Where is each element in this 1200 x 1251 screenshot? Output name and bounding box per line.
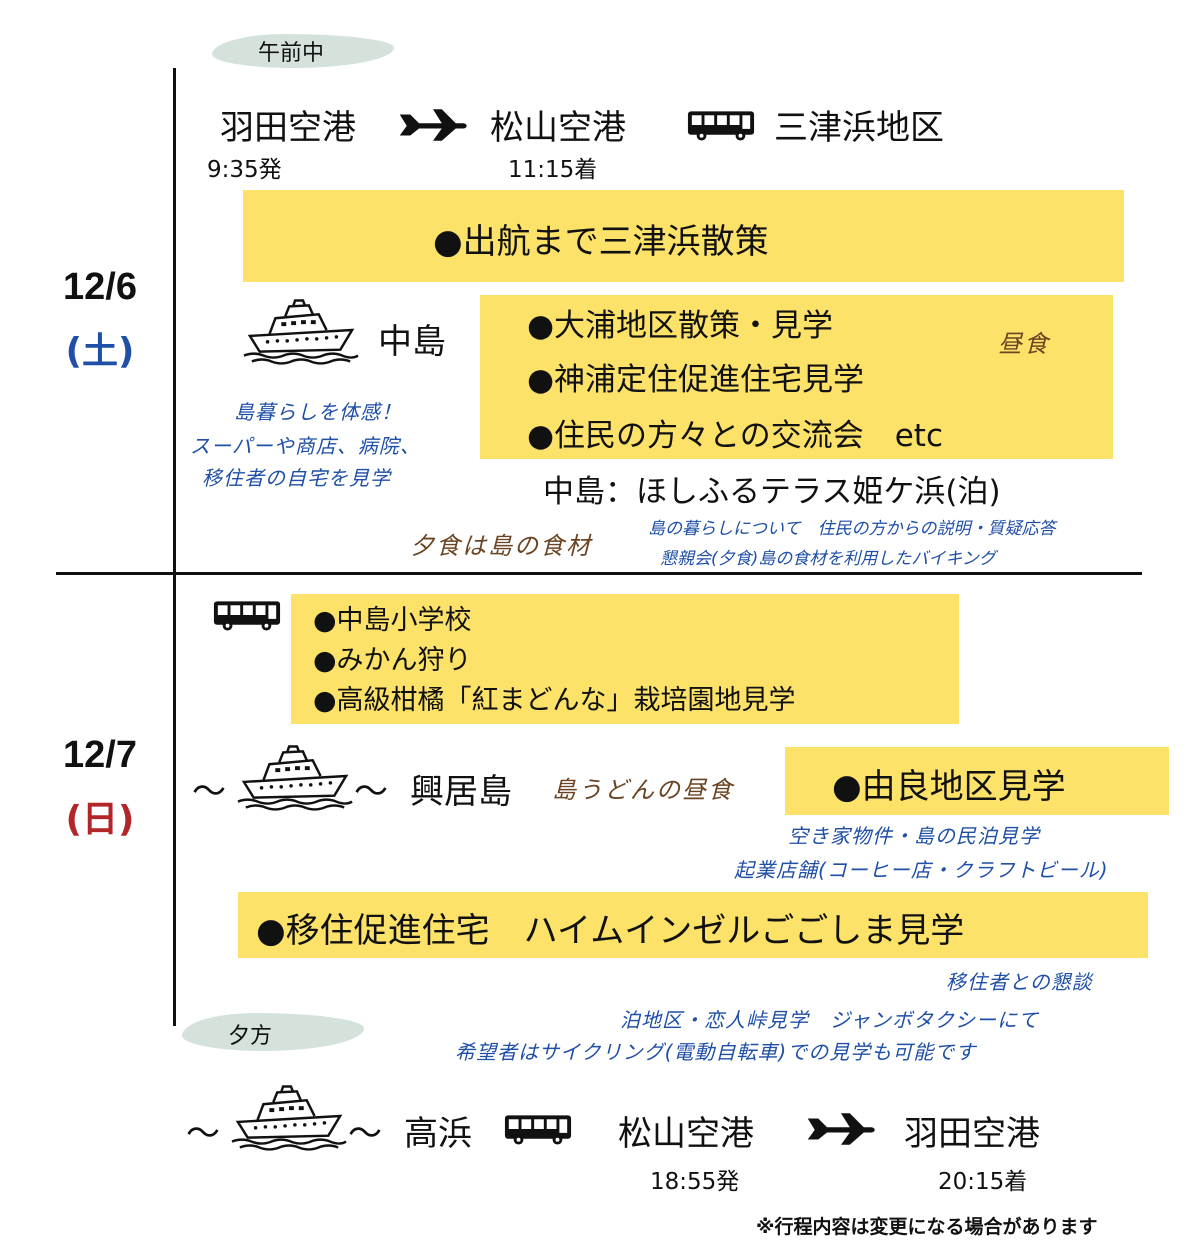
airplane-icon xyxy=(398,106,468,144)
heim-note-1: 移住者との懇談 xyxy=(946,970,1093,994)
dinner-note: 夕食は島の食材 xyxy=(410,532,592,560)
route-matsuyama-airport: 松山空港 xyxy=(490,108,626,148)
yura-visit: ●由良地区見学 xyxy=(832,767,1066,807)
tilde-right-2: 〜 xyxy=(348,1114,382,1154)
evening-label: 夕方 xyxy=(228,1024,273,1049)
activity-exchange: ●住民の方々との交流会 etc xyxy=(527,418,944,454)
morning-label: 午前中 xyxy=(258,41,325,66)
mitsuhama-box xyxy=(243,190,1124,282)
route-haneda-time: 9:35発 xyxy=(207,157,282,183)
yura-note-2: 起業店舗(コーヒー店・クラフトビール) xyxy=(734,858,1109,882)
gogoshima-label: 興居島 xyxy=(410,772,512,812)
return-matsuyama-airport: 松山空港 xyxy=(618,1114,754,1154)
heim-visit: ●移住促進住宅 ハイムインゼルごごしま見学 xyxy=(256,911,965,951)
island-note-2: スーパーや商店、病院、 xyxy=(190,434,421,458)
activity-school: ●中島小学校 xyxy=(313,605,472,636)
bus-icon xyxy=(686,108,756,142)
day-divider-line xyxy=(56,572,1142,575)
timeline-vertical-line xyxy=(173,68,176,1026)
activity-madonna: ●高級柑橘「紅まどんな」栽培園地見学 xyxy=(313,685,796,716)
airplane-icon xyxy=(806,1110,876,1148)
bus-icon xyxy=(503,1112,573,1146)
footnote: ※行程内容は変更になる場合があります xyxy=(756,1216,1098,1238)
stay-note-2: 懇親会(夕食)島の食材を利用したバイキング xyxy=(660,549,996,569)
day2-date: 12/7 xyxy=(63,734,137,776)
heim-box xyxy=(238,892,1148,958)
route-haneda: 羽田空港 xyxy=(220,108,356,148)
activity-oura: ●大浦地区散策・見学 xyxy=(527,308,834,344)
yura-note-1: 空き家物件・島の民泊見学 xyxy=(788,824,1040,848)
yura-box xyxy=(785,747,1169,815)
route-matsuyama-time: 11:15着 xyxy=(508,157,598,183)
island-note-3: 移住者の自宅を見学 xyxy=(202,466,391,490)
activity-mikan: ●みかん狩り xyxy=(313,645,472,676)
mitsuhama-walk: ●出航まで三津浜散策 xyxy=(433,222,769,262)
tilde-right-1: 〜 xyxy=(354,772,388,812)
tilde-left-1: 〜 xyxy=(192,772,226,812)
day1-date: 12/6 xyxy=(63,266,137,308)
nakajima-activities-box xyxy=(480,295,1113,459)
heim-note-3: 希望者はサイクリング(電動自転車)での見学も可能です xyxy=(455,1040,977,1064)
nakajima-day2-box xyxy=(291,594,959,724)
island-note-1: 島暮らしを体感！ xyxy=(234,400,402,424)
udon-lunch-note: 島うどんの昼食 xyxy=(552,776,734,804)
heim-note-2: 泊地区・恋人峠見学 ジャンボタクシーにて xyxy=(620,1008,1039,1032)
evening-label-brush xyxy=(182,1013,364,1051)
return-haneda-time: 20:15着 xyxy=(938,1169,1028,1195)
stay-label: 中島：ほしふるテラス姫ケ浜(泊) xyxy=(543,474,1001,510)
nakajima-label: 中島 xyxy=(378,322,446,362)
day2-weekday: (日) xyxy=(65,799,135,840)
bus-icon xyxy=(212,598,282,632)
lunch-note-day1: 昼食 xyxy=(998,330,1050,358)
return-haneda: 羽田空港 xyxy=(904,1114,1040,1154)
return-matsuyama-time: 18:55発 xyxy=(650,1169,740,1195)
activity-kounoura: ●神浦定住促進住宅見学 xyxy=(527,362,865,398)
tilde-left-2: 〜 xyxy=(186,1114,220,1154)
day1-weekday: (土) xyxy=(65,331,135,372)
stay-note-1: 島の暮らしについて 住民の方からの説明・質疑応答 xyxy=(648,519,1056,539)
takahama-label: 高浜 xyxy=(404,1114,472,1154)
route-mitsuhama: 三津浜地区 xyxy=(774,108,944,148)
ferry-icon xyxy=(236,742,354,812)
ferry-icon xyxy=(242,296,360,366)
ferry-icon xyxy=(230,1082,348,1152)
